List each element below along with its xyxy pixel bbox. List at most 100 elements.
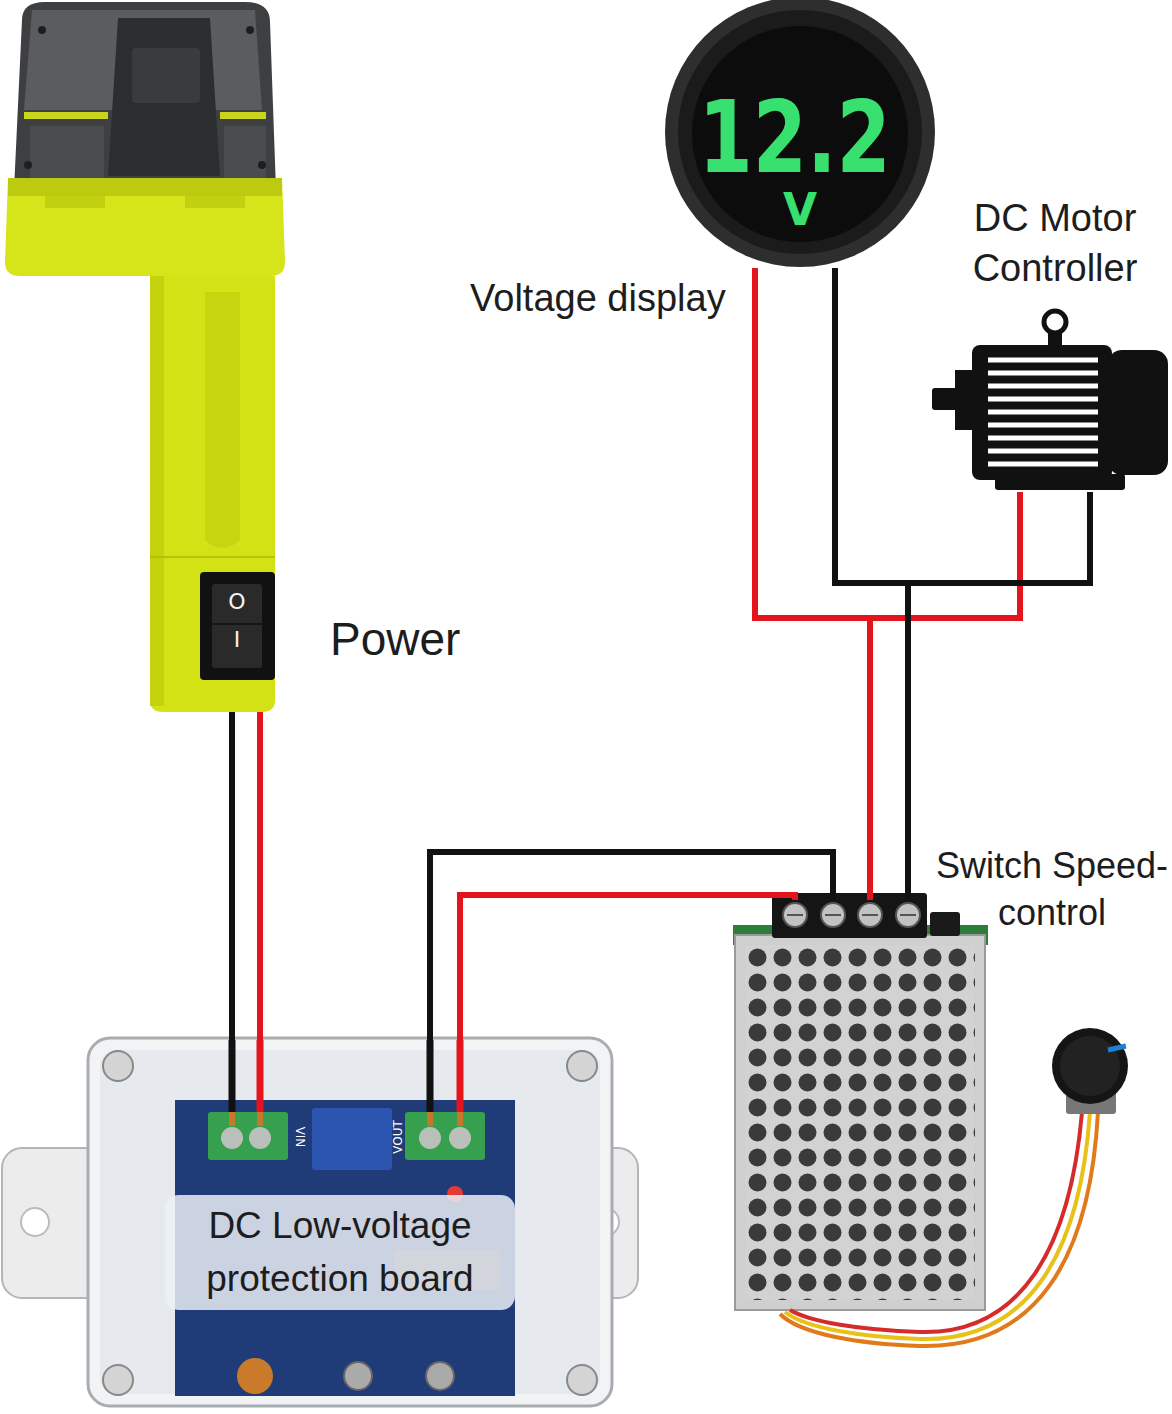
rocker-switch: [200, 572, 275, 680]
switch-symbol: O: [117, 591, 357, 613]
wire-connector: [870, 492, 1020, 900]
battery-pack: [38, 26, 46, 34]
terminal-wire-stubs: [229, 1040, 236, 1112]
potentiometer: [1052, 1028, 1128, 1104]
terminal-wire-stubs: [257, 1112, 263, 1126]
speed-controller: [825, 914, 841, 916]
protection-board-enclosure: [567, 1365, 597, 1395]
rocker-switch: [212, 623, 262, 625]
battery-pack: [30, 126, 104, 178]
dc-motor: [988, 371, 1098, 376]
battery-pack: [246, 26, 254, 34]
protection-board-pcb: [249, 1127, 271, 1149]
dc-motor: [988, 410, 1098, 415]
terminal-wire-stubs: [229, 1112, 235, 1126]
potentiometer: [1060, 1036, 1120, 1096]
wire-connector: [908, 492, 1090, 900]
battery-pack: [132, 48, 200, 103]
dc-motor: [1108, 350, 1168, 475]
protection-board: DC Low-voltage protection board: [0, 1040, 640, 1408]
battery-pack: [24, 161, 32, 169]
speed-controller: [930, 912, 960, 936]
wire-connector: [257, 712, 263, 1040]
speed-controller: [783, 903, 807, 927]
component-label: DC Motor Controller: [955, 193, 1155, 293]
wire-connector: [460, 895, 795, 1040]
protection-board-pcb: [312, 1108, 392, 1170]
wire-connector: [229, 712, 235, 1040]
speed-controller: [735, 935, 985, 1310]
unit-symbol: V: [680, 188, 920, 232]
battery-adapter: [150, 276, 275, 712]
speed-controller: [896, 903, 920, 927]
speed-controller: Switch Speed-control: [730, 900, 988, 1312]
protection-board-pcb: [344, 1362, 372, 1390]
battery-adapter: [45, 196, 105, 208]
protection-board-pcb: [208, 1112, 288, 1160]
dc-motor: [932, 388, 960, 410]
dc-motor: [932, 311, 1168, 490]
battery-adapter: [185, 196, 245, 208]
potentiometer: [780, 1028, 1128, 1346]
battery-pack: [14, 2, 276, 190]
terminal-wire-stubs: [457, 1112, 463, 1126]
component-label: DC Low-voltage protection board: [165, 1195, 515, 1310]
potentiometer: [780, 1112, 1098, 1346]
voltage-display: [665, 0, 935, 267]
speed-controller: [862, 914, 878, 916]
protection-board-pcb: [221, 1127, 243, 1149]
protection-board-enclosure: [567, 1051, 597, 1081]
dc-motor: [995, 474, 1125, 490]
wire-connector: [430, 852, 833, 1040]
protection-board-pcb: [237, 1358, 273, 1394]
battery-pack: [258, 161, 266, 169]
battery-pack: [220, 112, 266, 119]
potentiometer: [785, 1112, 1090, 1339]
pin-name: VIN: [294, 1017, 306, 1257]
dc-motor: [972, 345, 1112, 480]
dc-motor: [1044, 311, 1066, 333]
display-reading: 12.2: [698, 88, 885, 188]
rocker-switch: [200, 572, 275, 680]
battery-adapter: [150, 556, 275, 558]
terminal-wire-stubs: [427, 1040, 434, 1112]
protection-board-enclosure: [103, 1051, 133, 1081]
protection-board-enclosure: [21, 1208, 49, 1236]
dc-motor: [988, 449, 1098, 454]
battery-adapter: [150, 276, 164, 706]
battery-pack: [14, 2, 276, 190]
component-label: Switch Speed-control: [932, 842, 1172, 936]
speed-controller: [745, 945, 975, 1300]
battery-adapter: [5, 178, 285, 712]
dc-motor: [988, 462, 1098, 467]
terminal-wire-stubs: [457, 1040, 464, 1112]
voltage-display: [678, 10, 922, 254]
battery-adapter: [8, 178, 282, 196]
component-label: Power: [330, 612, 500, 667]
speed-controller: [733, 893, 988, 1310]
switch-symbol: I: [117, 629, 357, 651]
pin-name: VOUT: [392, 1017, 404, 1257]
protection-board-enclosure: [88, 1038, 612, 1406]
protection-board-enclosure: [103, 1365, 133, 1395]
protection-board-pcb: [449, 1127, 471, 1149]
potentiometer: [1108, 1046, 1126, 1050]
dc-motor: DC Motor Controller: [930, 310, 1170, 492]
battery-pack: [108, 18, 220, 176]
battery-pack: [224, 126, 266, 178]
protection-board-pcb: [426, 1362, 454, 1390]
protection-board-pcb: [419, 1127, 441, 1149]
protection-board-enclosure: [2, 1038, 638, 1406]
speed-controller: [821, 903, 845, 927]
dc-motor: [988, 423, 1098, 428]
battery-adapter: [205, 292, 240, 548]
speed-controller: [787, 914, 803, 916]
terminal-wire-stubs: [229, 1040, 463, 1126]
dc-motor: [988, 436, 1098, 441]
dc-motor: [988, 384, 1098, 389]
battery-adapter: [5, 178, 285, 276]
terminal-wire-stubs: [257, 1040, 264, 1112]
protection-board-pcb: [405, 1112, 485, 1160]
dc-motor: [988, 397, 1098, 402]
